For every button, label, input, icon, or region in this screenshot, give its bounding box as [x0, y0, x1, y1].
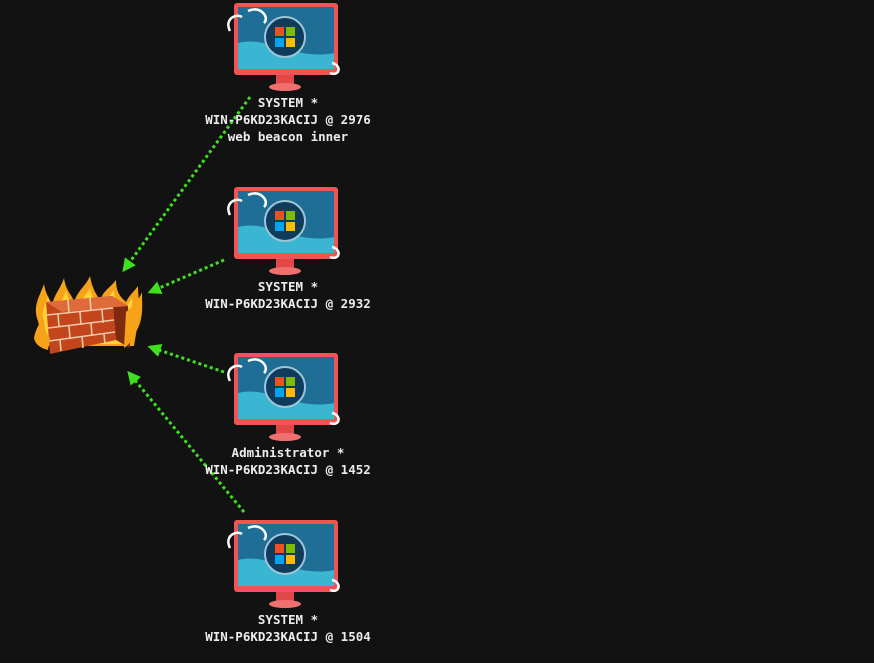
session-user: SYSTEM * [257, 279, 319, 294]
session-node[interactable]: Administrator * WIN-P6KD23KACIJ @ 1452 [198, 353, 378, 498]
session-host-pid: WIN-P6KD23KACIJ @ 1504 [205, 629, 371, 644]
windows-computer-icon [227, 520, 340, 608]
session-user: Administrator * [231, 445, 345, 460]
windows-computer-icon [227, 3, 340, 91]
firewall-icon [34, 276, 143, 354]
session-node[interactable]: SYSTEM * WIN-P6KD23KACIJ @ 1504 [198, 520, 378, 663]
session-label: SYSTEM * WIN-P6KD23KACIJ @ 2932 [198, 278, 378, 312]
session-host-pid: WIN-P6KD23KACIJ @ 2976 [205, 112, 371, 127]
session-label: Administrator * WIN-P6KD23KACIJ @ 1452 [198, 444, 378, 478]
windows-computer-icon [227, 187, 340, 275]
session-user: SYSTEM * [257, 612, 319, 627]
session-node[interactable]: SYSTEM * WIN-P6KD23KACIJ @ 2932 [198, 187, 378, 332]
session-note: web beacon inner [227, 129, 349, 144]
firewall-node[interactable] [30, 276, 145, 361]
session-label: SYSTEM * WIN-P6KD23KACIJ @ 2976 web beac… [198, 94, 378, 145]
session-host-pid: WIN-P6KD23KACIJ @ 2932 [205, 296, 371, 311]
session-label: SYSTEM * WIN-P6KD23KACIJ @ 1504 [198, 611, 378, 645]
session-node[interactable]: SYSTEM * WIN-P6KD23KACIJ @ 2976 web beac… [198, 3, 378, 148]
session-user: SYSTEM * [257, 95, 319, 110]
session-host-pid: WIN-P6KD23KACIJ @ 1452 [205, 462, 371, 477]
windows-computer-icon [227, 353, 340, 441]
